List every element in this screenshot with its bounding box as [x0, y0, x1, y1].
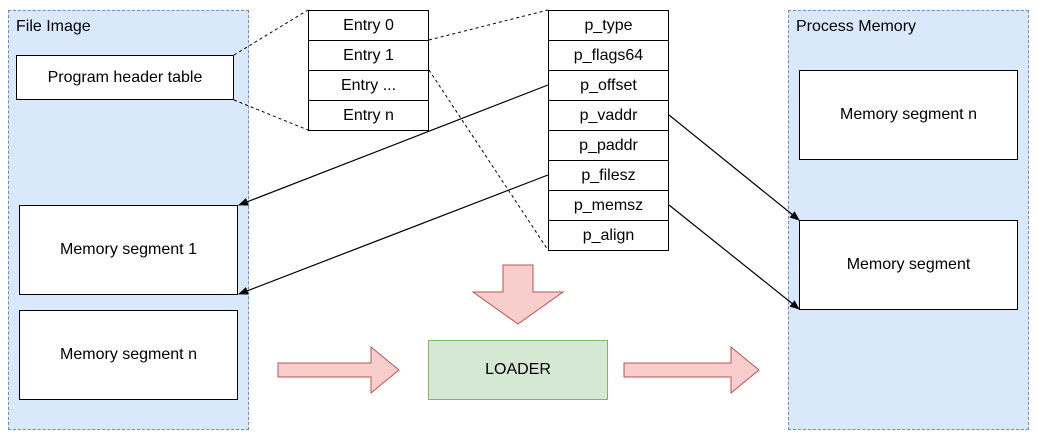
field-p-paddr: p_paddr [549, 131, 668, 161]
loader-box: LOADER [428, 340, 608, 400]
program-header-table-box: Program header table [16, 55, 234, 100]
field-p-flags64: p_flags64 [549, 41, 668, 71]
dashed-line-entry1-top [428, 9, 549, 41]
entry-row-n: Entry n [309, 101, 428, 131]
arrow-offset-to-file-segment [238, 84, 549, 206]
block-arrow-right [623, 345, 760, 395]
block-arrow-down [471, 264, 565, 325]
dashed-line-table-bottom [233, 99, 309, 131]
entry-row-1: Entry 1 [309, 41, 428, 71]
program-header-table-label: Program header table [47, 68, 203, 86]
process-memory-segment-box: Memory segment [799, 220, 1018, 310]
process-memory-segment-label: Memory segment [846, 256, 971, 273]
arrow-memsz-to-memory-segment [668, 204, 800, 310]
dashed-line-entry1-bottom [428, 69, 549, 251]
field-p-align: p_align [549, 221, 668, 251]
file-memory-segment-1-label: Memory segment 1 [60, 241, 197, 258]
block-arrow-left [277, 345, 400, 395]
field-p-memsz: p_memsz [549, 191, 668, 221]
program-header-fields: p_type p_flags64 p_offset p_vaddr p_padd… [548, 10, 669, 251]
field-p-offset: p_offset [549, 71, 668, 101]
file-memory-segment-n-label: Memory segment n [60, 346, 197, 363]
field-p-vaddr: p_vaddr [549, 101, 668, 131]
file-memory-segment-1-box: Memory segment 1 [19, 205, 238, 295]
program-header-entries: Entry 0 Entry 1 Entry ... Entry n [308, 10, 429, 131]
field-p-filesz: p_filesz [549, 161, 668, 191]
entry-row-ellipsis: Entry ... [309, 71, 428, 101]
process-memory-segment-n-box: Memory segment n [799, 70, 1018, 160]
entry-row-0: Entry 0 [309, 11, 428, 41]
arrow-vaddr-to-memory-segment [668, 114, 800, 221]
process-memory-segment-n-label: Memory segment n [840, 106, 977, 123]
arrow-filesz-to-file-segment [238, 174, 549, 295]
file-memory-segment-n-box: Memory segment n [19, 310, 238, 400]
process-memory-title: Process Memory [796, 18, 917, 35]
loader-label: LOADER [485, 361, 551, 378]
file-image-title: File Image [16, 18, 91, 35]
dashed-line-table-top [233, 9, 309, 56]
field-p-type: p_type [549, 11, 668, 41]
